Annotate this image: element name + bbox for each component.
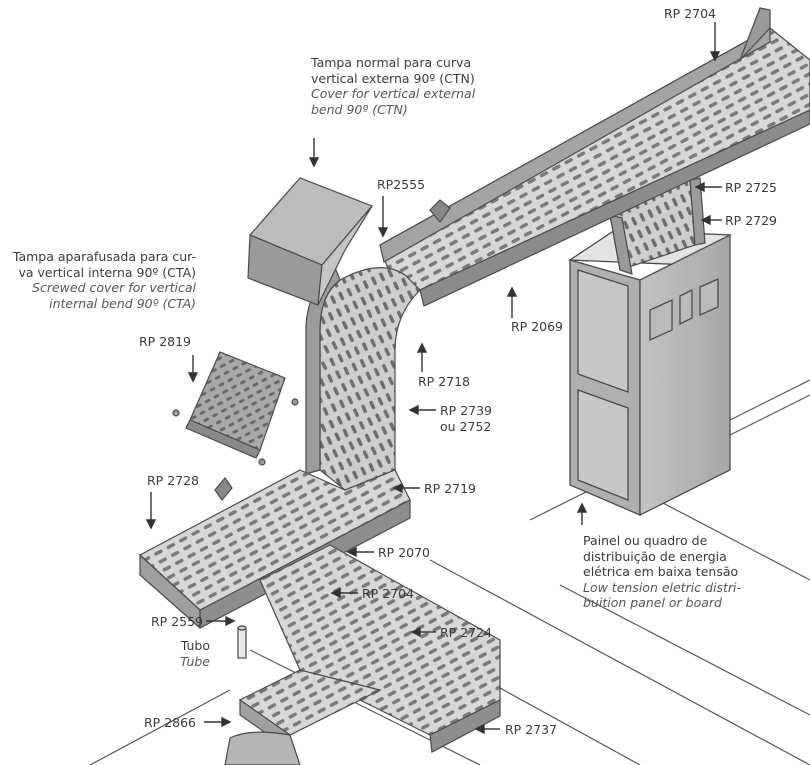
- label-rp2704-mid: RP 2704: [362, 586, 415, 601]
- rp2739-line1: RP 2739: [440, 403, 493, 418]
- label-panel: Painel ou quadro de distribuição de ener…: [583, 533, 741, 611]
- label-rp2866: RP 2866: [144, 715, 197, 730]
- cta-en-line1: Screwed cover for vertical: [32, 280, 196, 295]
- ctn-en-line2: bend 90º (CTN): [311, 101, 408, 117]
- cta-cover: [172, 351, 299, 466]
- label-rp2555: RP2555: [377, 177, 426, 192]
- label-rp2069: RP 2069: [511, 319, 564, 334]
- label-rp2704-top: RP 2704: [664, 6, 717, 21]
- panel-en-line2: buition panel or board: [583, 595, 722, 610]
- label-rp2739: RP 2739 ou 2752: [440, 403, 492, 434]
- tube-pt: Tubo: [180, 638, 210, 653]
- panel-pt-line2: distribuição de energia: [583, 548, 727, 564]
- label-rp2718: RP 2718: [418, 374, 471, 389]
- ctn-pt-line2: vertical externa 90º (CTN): [311, 70, 475, 86]
- ctn-cover: [247, 177, 374, 306]
- distribution-panel: [567, 229, 732, 517]
- ctn-en-line1: Cover for vertical external: [311, 86, 476, 101]
- label-rp2070: RP 2070: [378, 545, 431, 560]
- cta-en-line2: internal bend 90º (CTA): [49, 295, 196, 311]
- tube-part: [237, 625, 247, 659]
- cta-pt-line1: Tampa aparafusada para cur-: [12, 249, 196, 264]
- label-rp2719: RP 2719: [424, 481, 477, 496]
- label-rp2728: RP 2728: [147, 473, 200, 488]
- rp2739-line2: ou 2752: [440, 418, 492, 434]
- tee-tray: [224, 544, 501, 765]
- vertical-drop-tray: [609, 177, 706, 275]
- label-ctn-cover: Tampa normal para curva vertical externa…: [311, 55, 475, 117]
- label-rp2819: RP 2819: [139, 334, 192, 349]
- leader-arrows: [145, 22, 722, 735]
- ctn-pt-line1: Tampa normal para curva: [311, 55, 472, 70]
- tube-en: Tube: [180, 653, 210, 669]
- label-rp2737: RP 2737: [505, 722, 558, 737]
- panel-en-line1: Low tension eletric distri-: [583, 579, 742, 595]
- label-rp2729: RP 2729: [725, 213, 778, 228]
- vertical-bend-tray: [305, 266, 421, 491]
- label-cta-cover: Tampa aparafusada para cur- va vertical …: [4, 249, 196, 311]
- label-rp2724: RP 2724: [440, 625, 493, 640]
- label-rp2725: RP 2725: [725, 180, 778, 195]
- panel-pt-line3: elétrica em baixa tensão: [583, 564, 739, 579]
- label-rp2559: RP 2559: [151, 614, 204, 629]
- cta-pt-line2: va vertical interna 90º (CTA): [18, 264, 196, 280]
- label-tube: Tubo Tube: [160, 638, 210, 669]
- panel-pt-line1: Painel ou quadro de: [583, 533, 708, 548]
